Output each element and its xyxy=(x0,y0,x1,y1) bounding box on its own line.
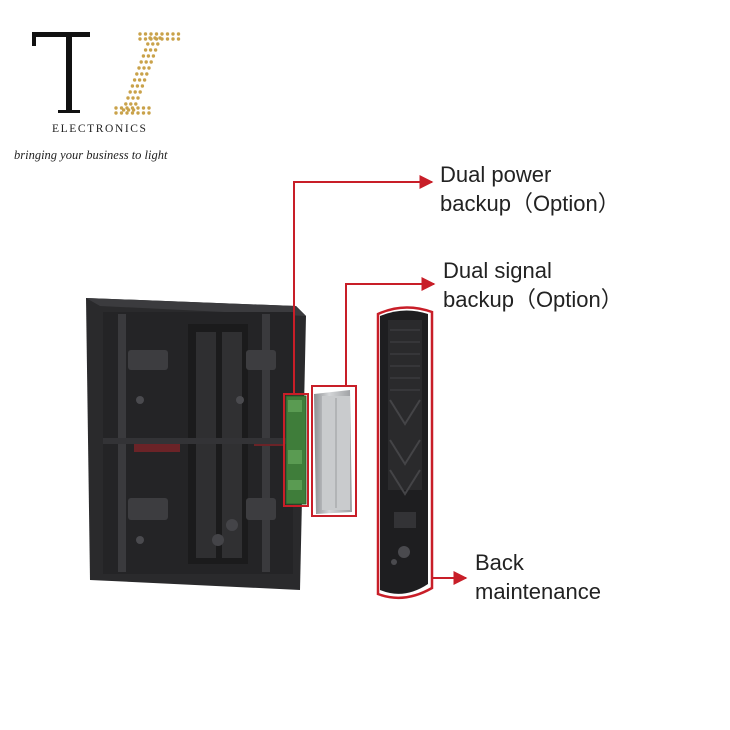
dual-power-label-line1: Dual power xyxy=(440,160,620,189)
maintenance-power-box xyxy=(380,310,428,593)
dual-signal-label: Dual signal backup（Option） xyxy=(443,256,623,314)
back-maintenance-label-line1: Back xyxy=(475,548,601,577)
dual-signal-label-line2: backup（Option） xyxy=(443,285,623,314)
signal-module xyxy=(314,390,352,514)
dual-power-label: Dual power backup（Option） xyxy=(440,160,620,218)
led-cabinet xyxy=(86,298,306,590)
dual-power-label-line2: backup（Option） xyxy=(440,189,620,218)
dual-signal-label-line1: Dual signal xyxy=(443,256,623,285)
back-maintenance-label-line2: maintenance xyxy=(475,577,601,606)
power-pcb-board xyxy=(286,396,306,504)
back-maintenance-label: Back maintenance xyxy=(475,548,601,606)
